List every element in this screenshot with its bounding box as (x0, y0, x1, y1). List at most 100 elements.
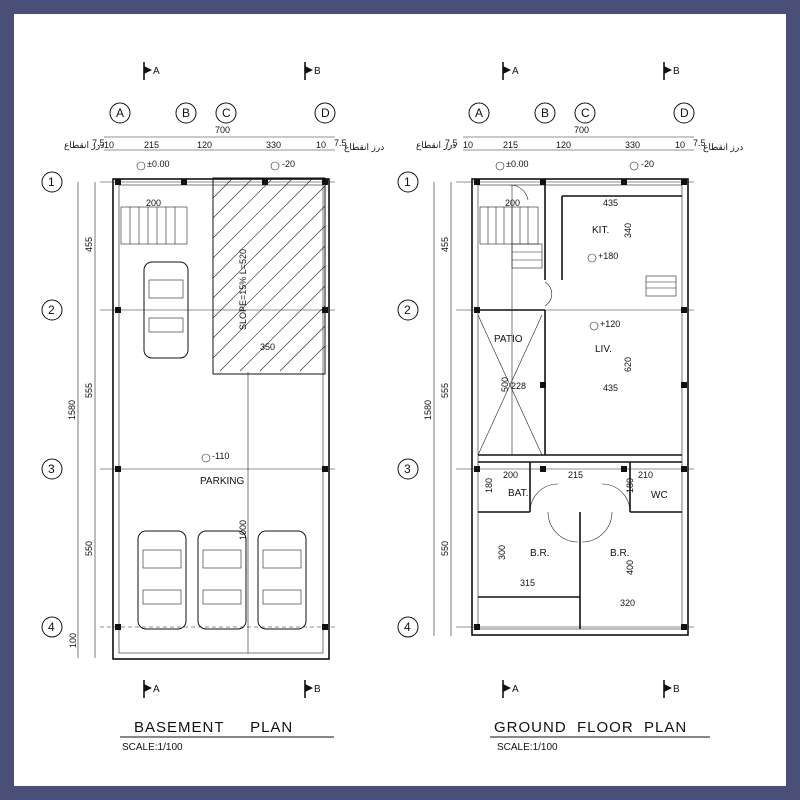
svg-text:435: 435 (603, 198, 618, 208)
ground-left-dimensions: 1580 455 555 550 (423, 182, 452, 636)
car-4 (257, 530, 307, 630)
svg-text:455: 455 (440, 237, 450, 252)
svg-text:D: D (680, 106, 689, 120)
svg-text:320: 320 (620, 598, 635, 608)
svg-text:-20: -20 (641, 159, 654, 169)
svg-text:2: 2 (48, 303, 55, 317)
svg-text:A: A (153, 66, 160, 77)
svg-text:550: 550 (84, 541, 94, 556)
svg-text:200: 200 (505, 198, 520, 208)
svg-text:±0.00: ±0.00 (506, 159, 528, 169)
svg-text:+120: +120 (600, 319, 620, 329)
svg-text:2: 2 (404, 303, 411, 317)
svg-text:درز انقطاع: درز انقطاع (703, 142, 743, 153)
svg-text:555: 555 (84, 383, 94, 398)
svg-text:C: C (581, 106, 590, 120)
ground-floor-plan: A B C D A B A B 700 10 215 120 330 10 در… (397, 62, 743, 753)
svg-text:1580: 1580 (423, 400, 433, 420)
svg-text:-110: -110 (212, 451, 229, 461)
car-3 (197, 530, 247, 630)
ground-doors (529, 483, 631, 543)
svg-text:550: 550 (440, 541, 450, 556)
svg-text:7.5: 7.5 (445, 138, 458, 148)
basement-grid-columns: A B C D (109, 102, 336, 124)
car-2 (137, 530, 187, 630)
ground-patio-cross (477, 314, 543, 456)
svg-text:درز انقطاع: درز انقطاع (344, 142, 384, 153)
svg-text:B: B (314, 66, 321, 77)
svg-text:210: 210 (638, 470, 653, 480)
svg-text:B: B (673, 66, 680, 77)
svg-text:B.R.: B.R. (610, 548, 629, 559)
svg-text:A: A (512, 684, 519, 695)
svg-text:100: 100 (68, 633, 78, 648)
svg-text:315: 315 (520, 578, 535, 588)
ground-walls (456, 178, 694, 636)
svg-text:10: 10 (463, 140, 473, 150)
svg-text:200: 200 (503, 470, 518, 480)
svg-text:GROUND FLOOR PLAN: GROUND FLOOR PLAN (494, 719, 687, 736)
svg-text:1000: 1000 (238, 520, 248, 540)
svg-text:7.5: 7.5 (334, 138, 347, 148)
basement-section-marks: A B A B (143, 62, 321, 698)
ground-title: GROUND FLOOR PLAN SCALE:1/100 (490, 719, 710, 753)
svg-text:3: 3 (48, 462, 55, 476)
svg-text:B: B (541, 106, 549, 120)
svg-text:SLOPE=15% L=520: SLOPE=15% L=520 (238, 249, 248, 330)
svg-text:A: A (475, 106, 483, 120)
svg-text:BAT.: BAT. (508, 488, 528, 499)
svg-text:7.5: 7.5 (693, 138, 706, 148)
svg-text:+180: +180 (598, 251, 618, 261)
svg-text:3: 3 (404, 462, 411, 476)
svg-text:1: 1 (404, 175, 411, 189)
svg-text:10: 10 (316, 140, 326, 150)
svg-text:درز انقطاع: درز انقطاع (64, 140, 104, 151)
svg-text:228: 228 (511, 381, 526, 391)
svg-text:LIV.: LIV. (595, 344, 612, 355)
svg-text:1: 1 (48, 175, 55, 189)
ground-grid-columns: A B C D (468, 102, 695, 124)
basement-top-dimensions: 700 10 215 120 330 10 درز انقطاع 7.5 7.5… (64, 125, 384, 153)
svg-text:340: 340 (623, 223, 633, 238)
svg-text:300: 300 (497, 545, 507, 560)
svg-text:-20: -20 (282, 159, 295, 169)
svg-text:700: 700 (215, 125, 230, 135)
svg-text:A: A (512, 66, 519, 77)
svg-text:4: 4 (48, 620, 55, 634)
ground-labels: ±0.00 -20 200 435 KIT. 340 +180 +120 LIV… (484, 159, 668, 608)
svg-text:330: 330 (266, 140, 281, 150)
svg-text:455: 455 (84, 237, 94, 252)
svg-text:4: 4 (404, 620, 411, 634)
ground-grid-rows: 1 2 3 4 (397, 171, 419, 638)
svg-text:BASEMENT PLAN: BASEMENT PLAN (134, 719, 293, 736)
svg-text:10: 10 (675, 140, 685, 150)
svg-text:120: 120 (197, 140, 212, 150)
svg-text:10: 10 (104, 140, 114, 150)
svg-text:B: B (182, 106, 190, 120)
svg-text:215: 215 (568, 470, 583, 480)
svg-text:SCALE:1/100: SCALE:1/100 (122, 742, 183, 753)
basement-ramp: SLOPE=15% L=520 350 (212, 177, 326, 375)
svg-text:180: 180 (625, 478, 635, 493)
ground-top-dimensions: 700 10 215 120 330 10 درز انقطاع 7.5 7.5… (416, 125, 743, 153)
svg-text:±0.00: ±0.00 (147, 159, 169, 169)
svg-text:180: 180 (484, 478, 494, 493)
svg-text:330: 330 (625, 140, 640, 150)
svg-text:7.5: 7.5 (92, 138, 105, 148)
drawing-sheet: A B C D A B A B 700 10 215 120 330 10 در… (14, 14, 786, 786)
plans-drawing: A B C D A B A B 700 10 215 120 330 10 در… (41, 62, 743, 753)
svg-text:KIT.: KIT. (592, 225, 609, 236)
svg-text:B: B (314, 684, 321, 695)
svg-text:435: 435 (603, 383, 618, 393)
svg-text:200: 200 (146, 198, 161, 208)
svg-text:500: 500 (500, 377, 510, 392)
svg-text:A: A (153, 684, 160, 695)
basement-left-dimensions: 1580 455 555 550 100 (67, 182, 96, 658)
svg-text:215: 215 (503, 140, 518, 150)
svg-text:B.R.: B.R. (530, 548, 549, 559)
svg-text:PARKING: PARKING (200, 476, 244, 487)
svg-text:C: C (222, 106, 231, 120)
svg-text:1580: 1580 (67, 400, 77, 420)
svg-text:درز انقطاع: درز انقطاع (416, 140, 456, 151)
basement-plan: A B C D A B A B 700 10 215 120 330 10 در… (41, 62, 384, 753)
